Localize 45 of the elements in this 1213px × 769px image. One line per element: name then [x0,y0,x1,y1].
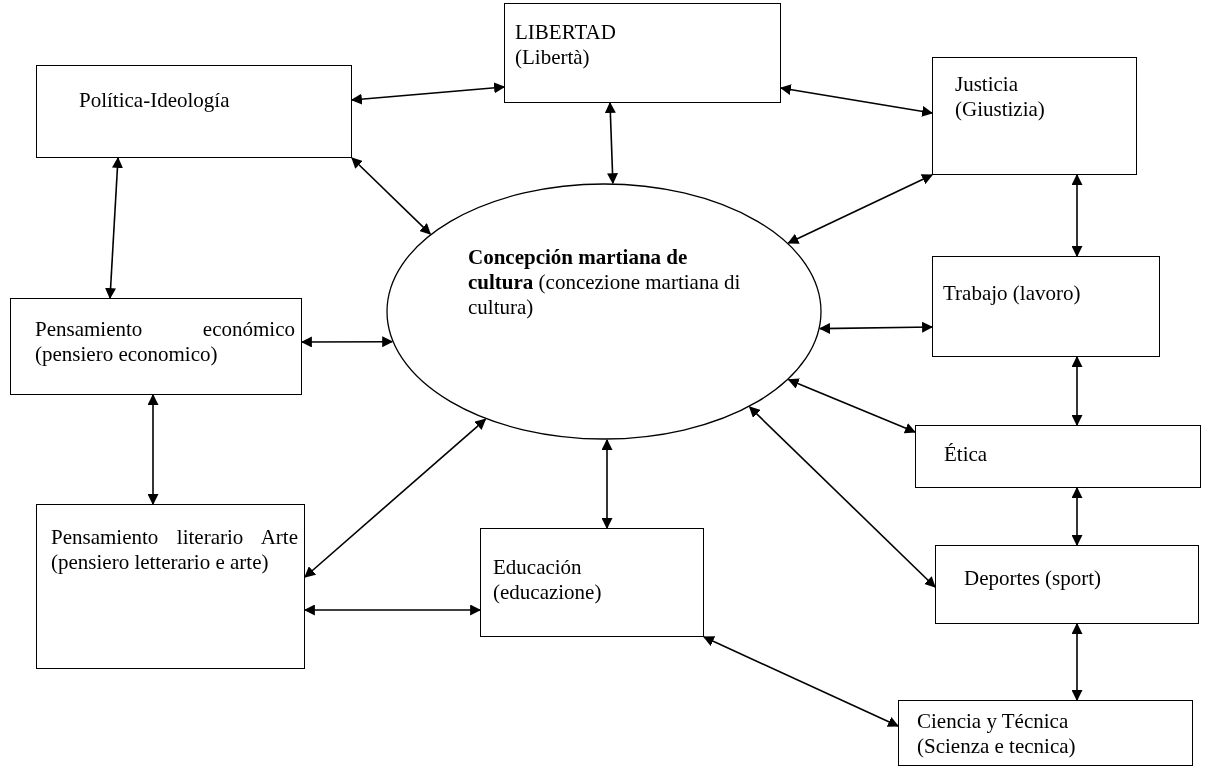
double-arrow [105,156,123,300]
node-text: (Libertà) [515,45,591,70]
double-arrow [787,378,916,434]
concept-box [915,425,1201,488]
node-text: Justicia [955,72,1019,97]
double-arrow [1071,622,1083,702]
concept-box [932,256,1160,357]
node-text: (educazione) [493,580,603,605]
concept-box [480,528,704,637]
concept-box [504,3,781,103]
double-arrow [703,636,899,727]
node-text: Concepción martiana de cultura (concezione martiana di cultura) [468,245,742,320]
double-arrow [1071,173,1083,258]
double-arrow [304,418,487,578]
double-arrow [779,84,934,117]
node-text: (Giustizia) [955,97,1046,122]
double-arrow [350,82,506,105]
double-arrow [787,174,933,244]
concept-box [932,57,1137,175]
central-ellipse [386,183,822,440]
double-arrow [351,157,431,235]
double-arrow [604,101,619,185]
concept-box [10,298,302,395]
concept-box [36,504,305,669]
node-text: Pensamiento económico (pensiero economico) [35,317,295,367]
double-arrow [748,406,936,588]
node-text: (Scienza e tecnica) [917,734,1077,759]
node-text: Ética [944,442,989,467]
node-text: Trabajo (lavoro) [943,281,1082,306]
node-text: Deportes (sport) [964,566,1103,591]
double-arrow [300,336,394,348]
double-arrow [147,393,159,506]
node-text: Política-Ideología [79,88,231,113]
double-arrow [819,321,934,334]
double-arrow [1071,486,1083,547]
concept-box [935,545,1199,624]
double-arrow [1071,355,1083,427]
node-text: Ciencia y Técnica [917,709,1070,734]
double-arrow [303,604,482,616]
node-text: LIBERTAD [515,20,617,45]
concept-box [36,65,352,158]
concept-box [898,700,1193,766]
node-text: Pensamiento literario Arte (pensiero letterario e arte) [51,525,298,575]
double-arrow [601,438,613,530]
node-text: Educación [493,555,583,580]
